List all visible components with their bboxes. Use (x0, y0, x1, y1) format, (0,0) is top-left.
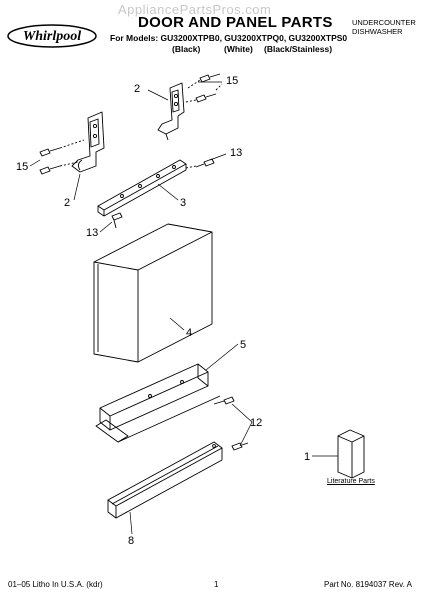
door-panel (93, 223, 213, 363)
page-title: DOOR AND PANEL PARTS (138, 14, 333, 31)
door-rail (97, 159, 187, 217)
literature-parts-label: Literature Parts (327, 478, 375, 485)
whirlpool-logo: Whirlpool (6, 20, 98, 50)
callout-1: 1 (304, 451, 310, 463)
footer-litho: 01–05 Litho In U.S.A. (kdr) (8, 580, 103, 589)
brand-name: Whirlpool (23, 29, 81, 44)
literature-booklet (337, 429, 365, 479)
variant-black: (Black) (172, 44, 201, 54)
appliance-category: UNDERCOUNTER DISHWASHER (352, 18, 416, 36)
screw-toe-b (231, 442, 249, 451)
callout-4: 4 (186, 327, 192, 339)
mounting-bracket-right (157, 82, 185, 141)
models-line: For Models: GU3200XTPB0, GU3200XTPQ0, GU… (110, 33, 348, 43)
callout-12: 12 (250, 417, 262, 429)
variant-white: (White) (224, 44, 253, 54)
callout-5: 5 (240, 339, 246, 351)
mounting-bracket-left (71, 111, 105, 173)
callout-2-upper: 2 (134, 83, 140, 95)
callout-8: 8 (128, 535, 134, 547)
callout-3: 3 (180, 197, 186, 209)
callout-15-left: 15 (16, 161, 28, 173)
callout-13-left: 13 (86, 227, 98, 239)
screw-upper-a (199, 73, 221, 83)
variant-stainless: (Black/Stainless) (264, 44, 333, 54)
callout-2-lower: 2 (64, 197, 70, 209)
callout-13-right: 13 (230, 147, 242, 159)
category-line-1: UNDERCOUNTER (352, 18, 416, 27)
watermark-text: AppliancePartsPros.com (118, 2, 272, 17)
screw-left-b (39, 165, 61, 175)
footer-part-number: Part No. 8194037 Rev. A (324, 580, 412, 589)
screw-toe-a (213, 396, 235, 405)
footer-page-number: 1 (214, 580, 219, 589)
screw-lower-left (111, 212, 123, 229)
lower-trim-strip (107, 441, 223, 519)
category-line-2: DISHWASHER (352, 27, 403, 36)
screw-upper-b (195, 93, 217, 103)
screw-left-a (39, 147, 61, 157)
screw-right (195, 158, 215, 168)
callout-15-upper: 15 (226, 75, 238, 87)
toe-panel-bracket (95, 363, 221, 443)
